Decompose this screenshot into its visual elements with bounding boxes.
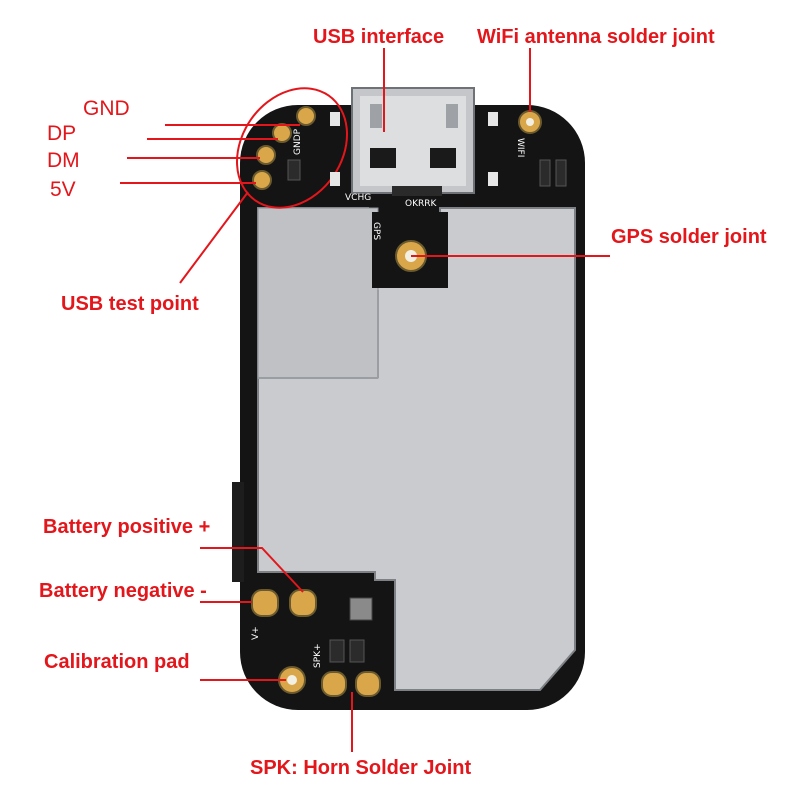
label-dm: DM [47, 149, 80, 172]
leader-lines [120, 48, 610, 752]
silk-vchg: VCHG [345, 193, 371, 203]
label-battery-negative: Battery negative - [39, 580, 207, 602]
speaker-pads [321, 671, 381, 697]
label-dp: DP [47, 122, 77, 145]
metal-shield [257, 207, 576, 691]
usb-connector [351, 87, 475, 196]
calibration-pad-shape [278, 666, 306, 694]
label-gps: GPS solder joint [611, 226, 767, 248]
silk-gps: GPS [371, 222, 381, 240]
leader-usb-test [179, 191, 249, 284]
gps-connector [372, 212, 448, 288]
silk-wifi: WIFI [515, 138, 525, 157]
silk-vbat: V+ [251, 626, 261, 640]
label-calibration-pad: Calibration pad [44, 651, 190, 673]
silk-okrrk: OKRRK [405, 199, 437, 209]
usb-test-pads [235, 87, 349, 209]
battery-pads [251, 589, 317, 617]
label-wifi-antenna: WiFi antenna solder joint [477, 26, 715, 48]
label-battery-positive: Battery positive + [43, 516, 211, 538]
leader-bat-pos [200, 547, 304, 593]
smd-components [287, 112, 567, 663]
label-usb-interface: USB interface [313, 26, 445, 48]
silk-spk: SPK+ [313, 643, 323, 668]
silkscreen-text: GNDP WIFI GPS VCHG OKRRK V+ SPK+ [251, 128, 525, 668]
label-5v: 5V [50, 178, 76, 201]
label-gnd: GND [83, 97, 130, 120]
silk-gnd-dp: GNDP [293, 128, 303, 155]
label-spk: SPK: Horn Solder Joint [250, 757, 472, 779]
label-usb-test-point: USB test point [61, 293, 199, 315]
wifi-antenna-pad [518, 110, 542, 134]
